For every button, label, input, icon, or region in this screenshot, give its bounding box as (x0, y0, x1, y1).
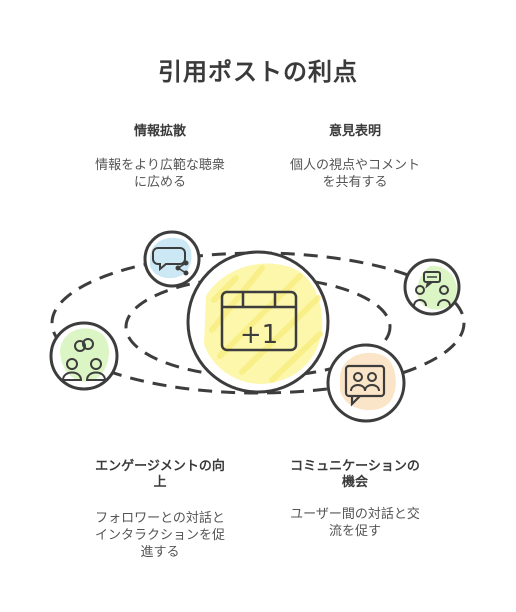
benefit-heading-information-spread: 情報拡散 (133, 124, 186, 139)
benefit-desc-opinion: 個人の視点やコメント を共有する (289, 158, 420, 190)
calendar-plus-one-icon: +1 (186, 250, 330, 394)
benefit-heading-engagement: エンゲージメントの向 上 (95, 459, 225, 490)
meeting-screen-icon (326, 343, 406, 423)
center-label: +1 (240, 320, 278, 350)
benefit-desc-engagement: フォロワーとの対話と インタラクションを促 進する (94, 511, 225, 560)
benefit-desc-communication: ユーザー間の対話と交 流を促す (290, 507, 420, 539)
benefit-heading-opinion: 意見表明 (328, 124, 381, 139)
benefit-heading-communication: コミュニケーションの 機会 (290, 459, 420, 490)
page-title: 引用ポストの利点 (158, 58, 358, 86)
users-group-icon (49, 321, 119, 391)
people-discussion-icon (403, 258, 461, 316)
benefit-desc-information-spread: 情報をより広範な聴衆 に広める (95, 158, 225, 190)
chat-share-icon (143, 230, 201, 288)
